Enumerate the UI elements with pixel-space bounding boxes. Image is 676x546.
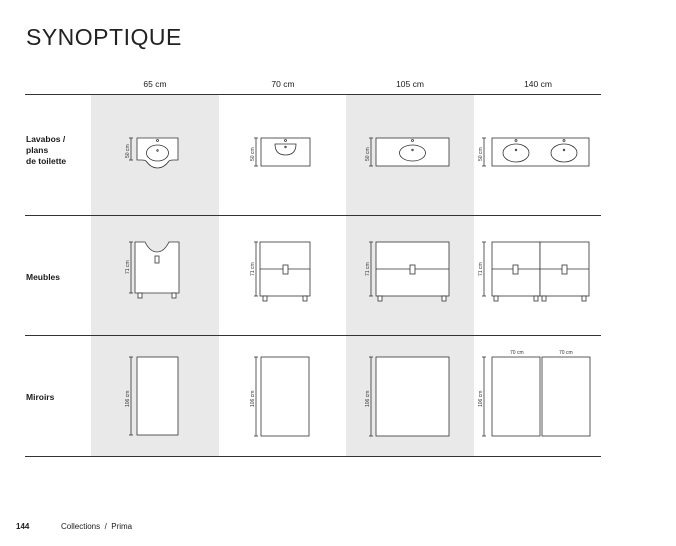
table-rule-top xyxy=(25,94,601,95)
miroir-70-drawing: 106 cm xyxy=(250,356,310,437)
miroir-105-dim-label: 106 cm xyxy=(365,391,371,407)
breadcrumb: Collections / Prima xyxy=(61,522,133,531)
table-rule-bottom xyxy=(25,456,601,457)
row-label-lavabos-line3: de toilette xyxy=(26,156,67,166)
row-label-miroirs: Miroirs xyxy=(26,392,55,402)
lavabo-65-drawing: 50 cm xyxy=(125,137,179,169)
page-number: 144 xyxy=(16,522,30,531)
lavabo-70-dim-label: 50 cm xyxy=(250,147,256,161)
column-header-65: 65 cm xyxy=(143,79,167,89)
row-label-meubles: Meubles xyxy=(26,272,61,282)
miroir-105-drawing: 106 cm xyxy=(365,356,450,437)
miroir-140-width-label-a: 70 cm xyxy=(510,350,524,356)
lavabo-140-dim-label: 50 cm xyxy=(478,147,484,161)
lavabo-65-dim-label: 50 cm xyxy=(125,144,131,158)
lavabo-105-drawing: 50 cm xyxy=(365,137,450,167)
column-header-140: 140 cm xyxy=(524,79,552,89)
lavabo-105-dim-label: 50 cm xyxy=(365,147,371,161)
row-label-lavabos-line2: plans xyxy=(26,145,49,155)
row-label-lavabos: Lavabos / plans de toilette xyxy=(26,134,66,167)
table-rule-row1 xyxy=(25,215,601,216)
miroir-70-dim-label: 106 cm xyxy=(250,391,256,407)
meuble-65-drawing: 71 cm xyxy=(125,241,180,299)
meuble-105-drawing: 71 cm xyxy=(365,241,450,302)
meuble-105-dim-label: 71 cm xyxy=(365,262,371,276)
lavabo-140-drawing: 50 cm xyxy=(478,137,590,167)
meuble-140-drawing: 71 cm xyxy=(478,241,590,302)
miroir-65-dim-label: 106 cm xyxy=(125,391,131,407)
miroir-140-drawing: 70 cm 70 cm 106 cm xyxy=(478,350,591,437)
page-title: SYNOPTIQUE xyxy=(26,24,182,50)
row-label-lavabos-line1: Lavabos / xyxy=(26,134,66,144)
meuble-70-drawing: 71 cm xyxy=(250,241,311,302)
miroir-140-width-label-b: 70 cm xyxy=(559,350,573,356)
meuble-140-dim-label: 71 cm xyxy=(478,262,484,276)
meuble-65-dim-label: 71 cm xyxy=(125,260,131,274)
meuble-70-dim-label: 71 cm xyxy=(250,262,256,276)
table-rule-row2 xyxy=(25,335,601,336)
column-header-70: 70 cm xyxy=(271,79,295,89)
miroir-65-drawing: 106 cm xyxy=(125,356,179,436)
miroir-140-dim-label: 106 cm xyxy=(478,391,484,407)
column-header-105: 105 cm xyxy=(396,79,424,89)
lavabo-70-drawing: 50 cm xyxy=(250,137,311,167)
